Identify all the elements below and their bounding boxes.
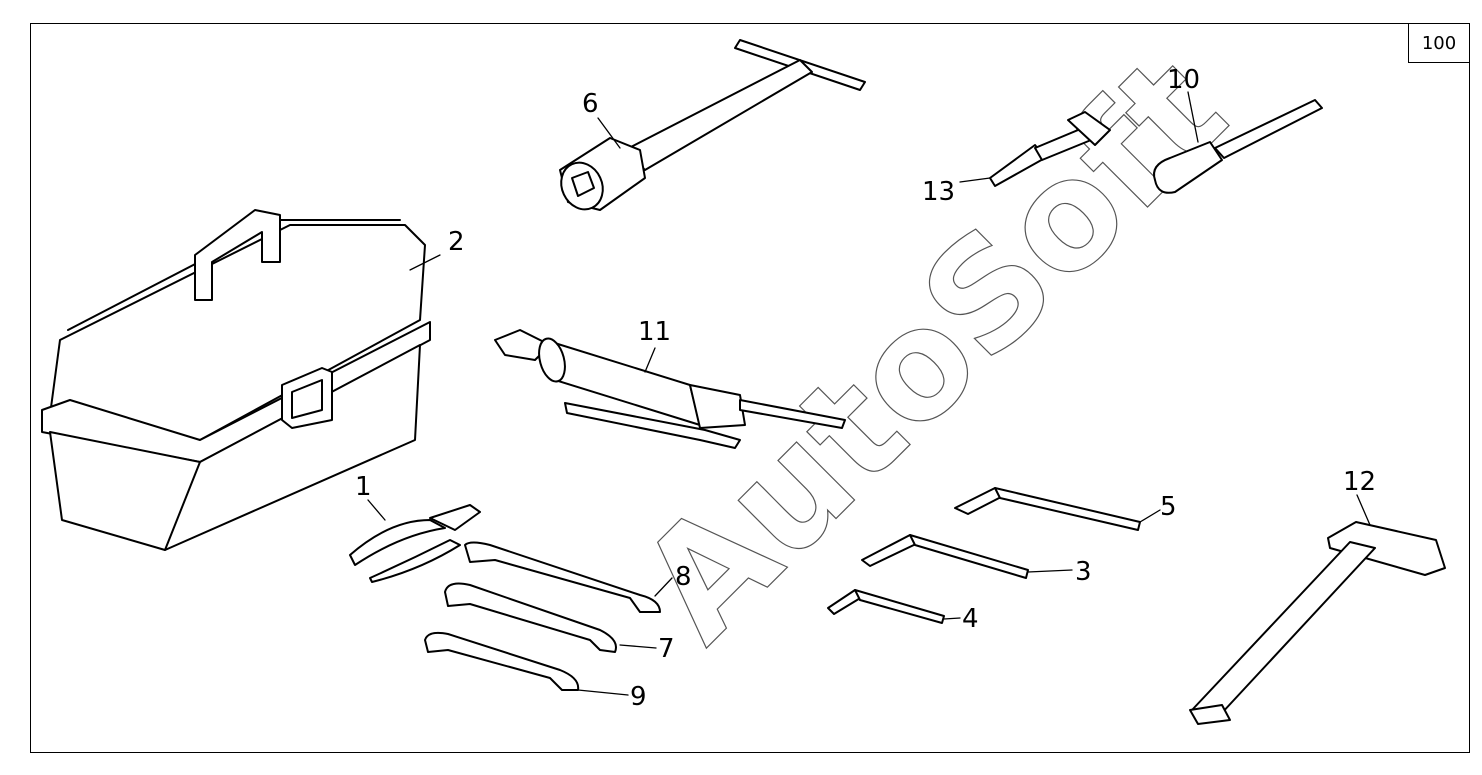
leader-7 — [619, 644, 657, 649]
leader-13 — [959, 177, 991, 183]
hex-key-large-drawing — [954, 487, 1141, 531]
leader-12 — [1356, 494, 1371, 526]
leader-1 — [367, 499, 386, 521]
callout-2: 2 — [448, 227, 465, 257]
t-handle-socket-wrench-drawing — [559, 39, 866, 211]
grease-gun-drawing — [494, 329, 846, 449]
tool-box-drawing — [41, 209, 431, 551]
leader-8 — [654, 577, 673, 597]
open-end-wrench-middle-drawing — [444, 582, 617, 653]
callout-11: 11 — [638, 317, 671, 347]
leader-9 — [577, 689, 629, 696]
leader-10 — [1187, 91, 1199, 143]
callout-6: 6 — [582, 89, 599, 119]
callout-4: 4 — [962, 604, 979, 634]
callout-5: 5 — [1160, 492, 1177, 522]
page-number: 100 — [1421, 32, 1457, 54]
leader-3 — [1027, 569, 1073, 573]
callout-7: 7 — [658, 634, 675, 664]
hammer-drawing — [1189, 521, 1446, 725]
leader-6 — [597, 117, 621, 149]
callout-1: 1 — [355, 472, 372, 502]
drift-punch-drawing — [989, 111, 1111, 187]
leader-4 — [943, 617, 961, 620]
open-end-wrench-bottom-drawing — [424, 631, 580, 691]
hex-key-small-drawing — [827, 589, 945, 624]
hex-key-medium-drawing — [861, 534, 1029, 579]
callout-12: 12 — [1343, 467, 1376, 497]
drawing-frame — [30, 23, 1470, 753]
callout-3: 3 — [1075, 557, 1092, 587]
pliers-drawing — [349, 504, 481, 583]
open-end-wrench-top-drawing — [464, 541, 661, 613]
callout-9: 9 — [630, 682, 647, 712]
callout-13: 13 — [922, 177, 955, 207]
leader-2 — [409, 254, 441, 271]
screwdriver-drawing — [1153, 99, 1323, 194]
callout-10: 10 — [1167, 65, 1200, 95]
page-number-box: 100 — [1408, 23, 1470, 63]
leader-11 — [644, 347, 656, 373]
leader-5 — [1139, 509, 1161, 523]
callout-8: 8 — [675, 562, 692, 592]
